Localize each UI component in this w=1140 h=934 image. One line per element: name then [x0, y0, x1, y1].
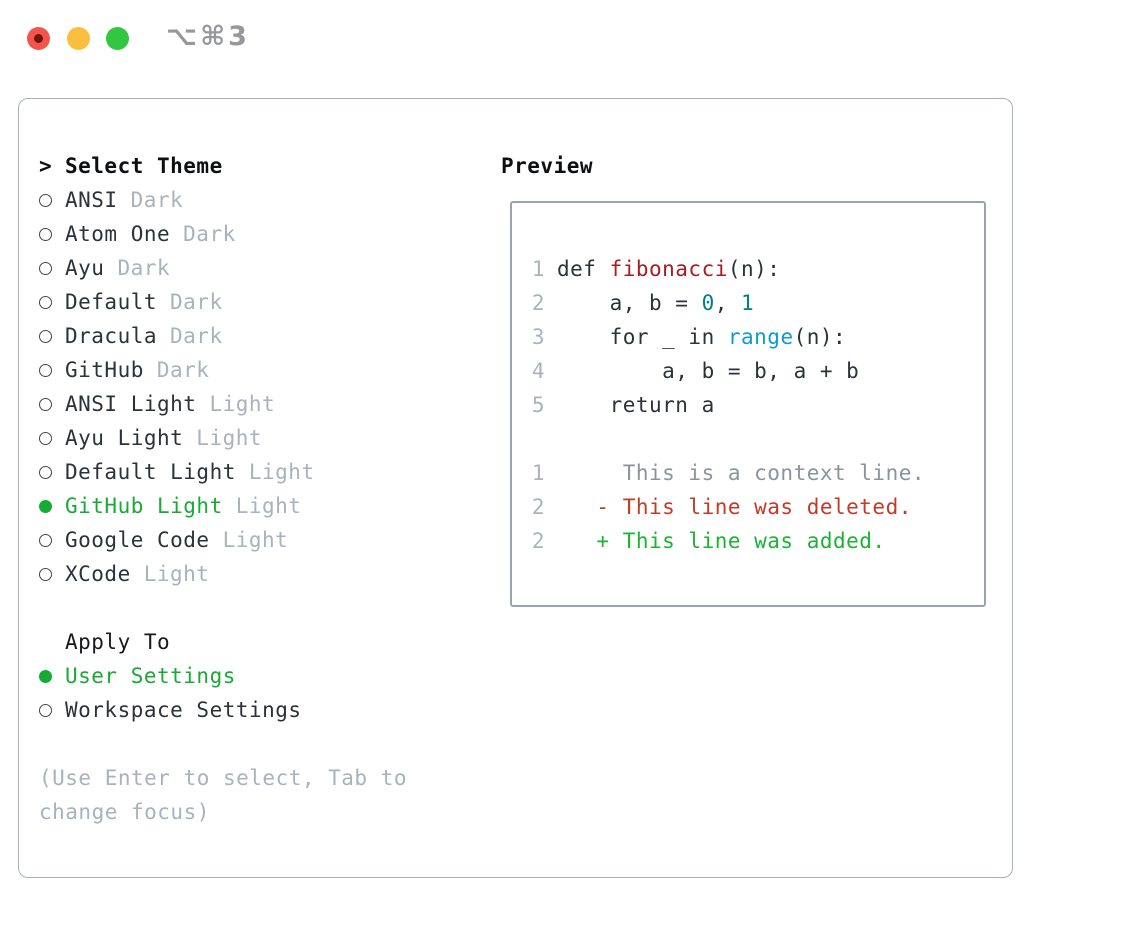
- code-line: 1 def fibonacci(n):: [531, 257, 781, 281]
- variant-badge: Dark: [183, 222, 236, 246]
- apply-to-header: Apply To: [65, 630, 171, 654]
- variant-badge: Light: [248, 460, 315, 484]
- radio-icon: [39, 261, 52, 275]
- preview-title: Preview: [501, 154, 594, 178]
- variant-badge: Light: [235, 494, 302, 518]
- minimize-button[interactable]: [67, 27, 90, 50]
- variant-badge: Light: [209, 392, 276, 416]
- theme-option-atom-one-dark[interactable]: Atom One Dark: [39, 217, 439, 251]
- variant-badge: Dark: [117, 256, 171, 280]
- theme-option-github-light[interactable]: GitHub Light Light: [39, 489, 439, 523]
- line-number: 2: [531, 291, 545, 315]
- theme-option-google-code-light[interactable]: Google Code Light: [39, 523, 439, 557]
- diff-line-deleted: 2 - This line was deleted.: [531, 495, 912, 519]
- radio-icon: [39, 227, 52, 241]
- apply-workspace-settings-option[interactable]: Workspace Settings: [39, 693, 439, 727]
- radio-icon: [39, 567, 52, 581]
- radio-icon: [39, 295, 52, 309]
- radio-icon: [39, 363, 52, 377]
- theme-option-ansi-light[interactable]: ANSI Light Light: [39, 387, 439, 421]
- maximize-button[interactable]: [106, 27, 129, 50]
- variant-badge: Light: [143, 562, 210, 586]
- theme-option-ayu-light[interactable]: Ayu Light Light: [39, 421, 439, 455]
- line-number: 4: [531, 359, 545, 383]
- code-line: 4 a, b = b, a + b: [531, 359, 860, 383]
- select-theme-title: Select Theme: [65, 154, 223, 178]
- radio-selected-icon: [39, 669, 52, 683]
- line-number: 1: [531, 257, 545, 281]
- theme-option-default-light[interactable]: Default Light Light: [39, 455, 439, 489]
- line-number: 2: [531, 529, 545, 553]
- radio-icon: [39, 193, 52, 207]
- radio-icon: [39, 533, 52, 547]
- variant-badge: Dark: [170, 324, 223, 348]
- theme-list: > Select Theme ANSI Dark Atom One Dark A…: [39, 149, 439, 829]
- select-theme-header: > Select Theme: [39, 149, 439, 183]
- radio-icon: [39, 703, 52, 717]
- spacer: [39, 727, 439, 761]
- apply-user-settings-option[interactable]: User Settings: [39, 659, 439, 693]
- variant-badge: Light: [196, 426, 263, 450]
- variant-badge: Dark: [130, 188, 184, 212]
- theme-option-ayu-dark[interactable]: Ayu Dark: [39, 251, 439, 285]
- theme-option-github-dark[interactable]: GitHub Dark: [39, 353, 439, 387]
- radio-icon: [39, 329, 52, 343]
- code-line: 3 for _ in range(n):: [531, 325, 847, 349]
- code-line: 2 a, b = 0, 1: [531, 291, 755, 315]
- variant-badge: Dark: [156, 358, 210, 382]
- cursor-arrow-icon: >: [39, 154, 53, 178]
- spacer: [531, 422, 925, 456]
- variant-badge: Dark: [170, 290, 223, 314]
- keyboard-hint: (Use Enter to select, Tab to change focu…: [39, 766, 408, 824]
- spacer: [39, 591, 439, 625]
- radio-icon: [39, 397, 52, 411]
- theme-option-dracula-dark[interactable]: Dracula Dark: [39, 319, 439, 353]
- variant-badge: Light: [222, 528, 289, 552]
- titlebar: ⌥⌘3: [0, 0, 1140, 76]
- radio-selected-icon: [39, 499, 52, 513]
- code-sample: 1 def fibonacci(n): 2 a, b = 0, 1 3 for …: [531, 252, 925, 558]
- diff-line-context: 1 This is a context line.: [531, 461, 926, 485]
- theme-option-ansi-dark[interactable]: ANSI Dark: [39, 183, 439, 217]
- theme-option-default-dark[interactable]: Default Dark: [39, 285, 439, 319]
- line-number: 2: [531, 495, 545, 519]
- line-number: 5: [531, 393, 545, 417]
- radio-icon: [39, 431, 52, 445]
- preview-pane: 1 def fibonacci(n): 2 a, b = 0, 1 3 for …: [510, 201, 986, 607]
- diff-line-added: 2 + This line was added.: [531, 529, 886, 553]
- line-number: 3: [531, 325, 545, 349]
- line-number: 1: [531, 461, 545, 485]
- theme-selector-dialog: > Select Theme ANSI Dark Atom One Dark A…: [18, 98, 1013, 878]
- theme-option-xcode-light[interactable]: XCode Light: [39, 557, 439, 591]
- close-button[interactable]: [27, 27, 50, 50]
- code-line: 5 return a: [531, 393, 715, 417]
- radio-icon: [39, 465, 52, 479]
- unsaved-dot-icon: [34, 34, 43, 43]
- window-shortcut-label: ⌥⌘3: [166, 21, 250, 52]
